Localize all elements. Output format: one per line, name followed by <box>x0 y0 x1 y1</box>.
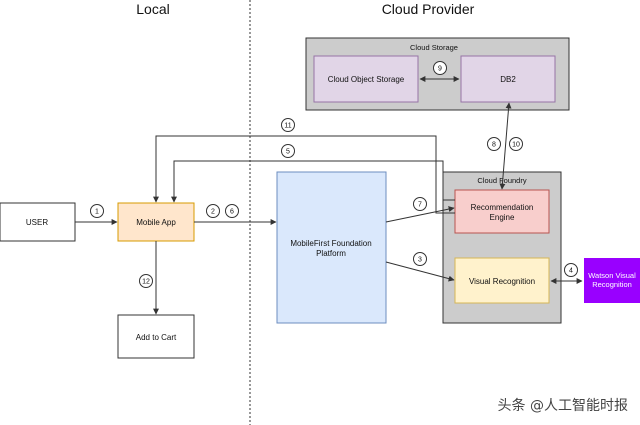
svg-text:5: 5 <box>286 149 290 156</box>
svg-text:12: 12 <box>142 279 150 286</box>
svg-text:7: 7 <box>418 202 422 209</box>
edge-platform-to-visual <box>385 261 455 282</box>
mobilefirst-label-2: Platform <box>316 249 346 258</box>
svg-text:6: 6 <box>230 209 234 216</box>
step-4: 4 <box>564 263 578 277</box>
db2-label: DB2 <box>500 75 516 84</box>
cloud-storage-label: Cloud Storage <box>410 43 458 52</box>
visual-recognition-label: Visual Recognition <box>469 277 535 286</box>
watson-label-1: Watson Visual <box>588 271 636 280</box>
recommendation-engine-label-1: Recommendation <box>471 203 534 212</box>
cloud-object-storage-label: Cloud Object Storage <box>328 75 405 84</box>
edge-db2-rec <box>499 102 512 190</box>
add-to-cart-node <box>117 314 195 359</box>
mobilefirst-label-1: MobileFirst Foundation <box>290 239 371 248</box>
step-6: 6 <box>225 204 239 218</box>
step-1: 1 <box>90 204 104 218</box>
svg-text:1: 1 <box>95 209 99 216</box>
cloud-object-storage-node <box>313 55 419 103</box>
recommendation-engine-label-2: Engine <box>490 213 515 222</box>
watson-label-2: Recognition <box>592 280 632 289</box>
mobile-app-node <box>117 202 195 242</box>
visual-recognition-node <box>454 257 550 304</box>
mobile-app-label: Mobile App <box>136 218 176 227</box>
watson-visual-recognition-node <box>584 258 640 303</box>
svg-text:3: 3 <box>418 257 422 264</box>
step-2: 2 <box>206 204 220 218</box>
edge-rec-to-app-11 <box>153 135 455 214</box>
step-9: 9 <box>433 61 447 75</box>
user-label: USER <box>26 218 48 227</box>
edge-rec-to-app-5 <box>171 160 455 203</box>
svg-text:11: 11 <box>284 123 291 130</box>
edge-platform-to-rec <box>385 206 455 223</box>
svg-text:9: 9 <box>438 66 442 73</box>
add-to-cart-label: Add to Cart <box>136 333 177 342</box>
heading-local: Local <box>136 1 169 17</box>
user-node <box>0 202 76 242</box>
step-8: 8 <box>487 137 501 151</box>
watermark: 头条 @人工智能时报 <box>498 397 628 414</box>
db2-node <box>460 55 556 103</box>
step-7: 7 <box>413 197 427 211</box>
recommendation-engine-node <box>454 189 550 234</box>
step-5: 5 <box>281 144 295 158</box>
mobilefirst-platform-node <box>276 171 387 324</box>
svg-text:8: 8 <box>492 142 496 149</box>
step-3: 3 <box>413 252 427 266</box>
svg-text:10: 10 <box>512 142 520 149</box>
svg-text:4: 4 <box>569 268 573 275</box>
step-12: 12 <box>139 274 153 288</box>
step-10: 10 <box>509 137 523 151</box>
step-11: 11 <box>281 118 295 132</box>
heading-cloud-provider: Cloud Provider <box>382 1 475 17</box>
svg-text:2: 2 <box>211 209 215 216</box>
